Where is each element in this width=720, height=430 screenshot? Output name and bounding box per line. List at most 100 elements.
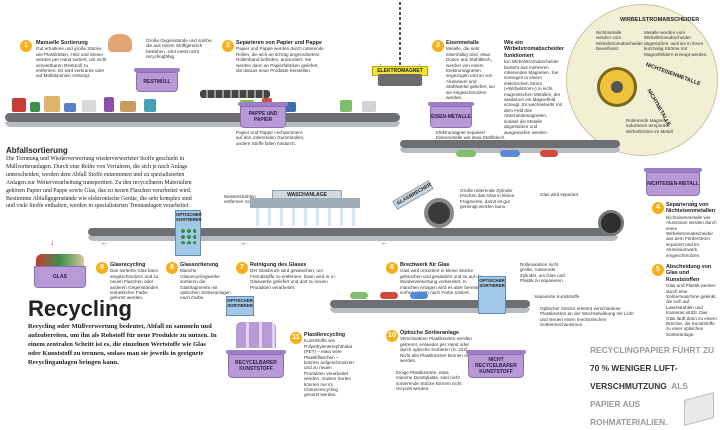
step-7-title: Reinigung des Glases — [250, 262, 307, 268]
bottle-item — [500, 150, 520, 157]
restmuell-bin: RESTMÜLL — [136, 72, 178, 92]
step-2-title: Separieren von Papier und Pappe — [236, 40, 322, 46]
optical-sorter-2: OPTISCHER SORTIERER — [478, 276, 506, 314]
recycelbar-bin-lid — [226, 350, 286, 354]
step-3-title: Eisenmetalle — [446, 40, 479, 46]
waste-item — [362, 101, 376, 112]
step-10-text: Optische Sortieranlage Verschiedene Plas… — [400, 330, 480, 363]
waste-item — [44, 96, 60, 112]
glass-crusher-wheel — [424, 198, 454, 228]
bottle-item — [380, 292, 398, 299]
eddy-note-2: Metalle werden vom Wirbelstromabscheider… — [644, 30, 708, 57]
fact-text-end: ALS PAPIER AUS ROHMATERIALIEN. — [590, 381, 688, 427]
step-number-5: 5 — [652, 264, 664, 276]
step-1-title: Manuelle Sortierung — [36, 40, 88, 46]
bottle-item — [540, 150, 558, 157]
callout-paper-rollers: Papier und Pappe »schwimmen« auf den rot… — [236, 130, 305, 146]
water-spray — [256, 208, 356, 226]
step-9-title: Glasrecycling — [110, 262, 146, 268]
fact-text-start: RECYCLINGPAPIER FÜHRT ZU — [590, 345, 715, 355]
recycling-title: Recycling — [28, 296, 132, 321]
optical-sorter-1-lights — [180, 228, 196, 244]
glas-bin: GLAS — [34, 266, 86, 288]
eddy-note-3: Rotierende Magnete induzieren temporäre … — [626, 118, 673, 134]
eddy-note-1: Nichtmetalle werden vom Wirbelstromabsch… — [596, 30, 643, 52]
magnet-chain — [399, 2, 401, 66]
step-9-description: Das sortierte Glas kann eingeschmolzen u… — [110, 268, 159, 301]
step-6-text: Brechwerk für Glas Glas wird unsortiert … — [400, 262, 486, 295]
step-2-text: Separieren von Papier und Pappe Papier u… — [236, 40, 326, 73]
step-4-text: Separierung von Nichteisenmetallen Nicht… — [666, 202, 718, 258]
abfall-title: Abfallsortierung — [6, 146, 68, 155]
top-conveyor-base — [5, 122, 400, 127]
step-8-text: Glassortierung Manche Glasrecyclingwerke… — [180, 262, 234, 301]
eddy-explanation: Wie ein Wirbelstromabscheider funktionie… — [504, 40, 564, 135]
eddy-separator-drum — [598, 210, 624, 236]
step-8-description: Manche Glasrecyclingwerke sortieren die … — [180, 268, 231, 301]
electromagnet — [378, 74, 422, 86]
eddy-explanation-text: Ein Wirbelstromabscheider besteht aus me… — [504, 59, 562, 135]
recycelbar-bin: RECYCELBARER KUNSTSTOFF — [228, 354, 284, 378]
recycling-text: Recycling oder Müllverwertung bedeutet, … — [28, 323, 217, 366]
waste-item — [280, 102, 296, 112]
top-conveyor-belt — [5, 113, 400, 122]
nichteisen-bin: NICHTEISEN-METALL — [646, 172, 700, 196]
fact-highlight: 70 % WENIGER LUFT-VERSCHMUTZUNG — [590, 363, 678, 391]
pappe-bin: PAPPE UND PAPIER — [240, 106, 286, 128]
step-number-2: 2 — [222, 40, 234, 52]
step-4-description: Nichteisenmetalle wie Aluminium werden d… — [666, 214, 717, 258]
flow-arrow-left: ← — [240, 237, 249, 247]
eisen-bin: EISEN-METALLE — [430, 106, 472, 128]
waste-item — [144, 99, 156, 112]
recycled-bottles — [236, 322, 276, 348]
wash-station — [250, 198, 360, 208]
step-number-4: 4 — [652, 202, 664, 214]
abfall-text: Die Trennung und Wiederverwertung wieder… — [6, 156, 192, 210]
waste-item — [82, 100, 96, 112]
step-number-1: 1 — [20, 40, 32, 52]
lower-conveyor-belt — [88, 228, 618, 236]
bottom-conveyor-base — [330, 308, 530, 313]
bottle-item — [350, 292, 368, 299]
callout-crusher: Große rotierende Zylinder brechen das Gl… — [460, 188, 515, 210]
eddy-current-detail-circle — [566, 4, 718, 156]
hand-illustration — [108, 34, 132, 52]
restmuell-bin-lid — [134, 68, 180, 72]
lower-conveyor-base — [88, 236, 618, 241]
flow-arrow-down: ↓ — [50, 237, 55, 247]
callout-optical-sensor: Optischer Sensor erkennt verschiedene Pl… — [540, 306, 634, 328]
step-number-11: 11 — [290, 332, 302, 344]
magnet-chain-spread — [380, 35, 420, 65]
step-11-description: Kunststoffe wie Polyethylenterephthalat … — [304, 338, 354, 398]
step-number-7: 7 — [236, 262, 248, 274]
step-3-description: Metalle, die sehr eisenhaltig sind, etwa… — [446, 46, 495, 101]
step-11-title: Plastikrecycling — [304, 332, 346, 338]
step-number-9: 9 — [96, 262, 108, 274]
waste-item — [120, 101, 136, 112]
eddy-explanation-title: Wie ein Wirbelstromabscheider funktionie… — [504, 40, 564, 59]
step-7-description: Der Glasbruch wird gewaschen, um Fremdst… — [250, 268, 335, 290]
step-9-text: Glasrecycling Das sortierte Glas kann ei… — [110, 262, 164, 301]
step-1-text: Manuelle Sortierung Gut erhaltene und gr… — [36, 40, 108, 79]
callout-large-items: Große Gegenstände und solche, die aus ei… — [146, 38, 213, 60]
bottom-conveyor-belt — [330, 300, 530, 308]
step-6-title: Brechwerk für Glas — [400, 262, 450, 268]
step-5-title: Abscheidung von Glas und Kunststoffen — [666, 264, 712, 283]
step-number-8: 8 — [166, 262, 178, 274]
waste-item — [104, 97, 114, 112]
glass-cullet-pile — [36, 254, 84, 266]
eddy-title: WIRBELSTROMABSCHEIDER — [620, 17, 700, 23]
step-10-description: Verschiedene Plastiksorten werden getren… — [400, 336, 480, 364]
waste-item — [64, 103, 76, 112]
step-3-text: Eisenmetalle Metalle, die sehr eisenhalt… — [446, 40, 500, 100]
step-number-3: 3 — [432, 40, 444, 52]
waste-item — [30, 102, 40, 112]
step-number-10: 10 — [386, 330, 398, 342]
step-5-text: Abscheidung von Glas und Kunststoffen Gl… — [666, 264, 718, 337]
nicht-recycelbar-bin-lid — [466, 350, 526, 354]
step-4-title: Separierung von Nichteisenmetallen — [666, 202, 716, 215]
bottle-item — [456, 150, 476, 157]
bottle-item — [410, 292, 428, 299]
abfall-section: Abfallsortierung Die Trennung und Wieder… — [6, 146, 196, 211]
